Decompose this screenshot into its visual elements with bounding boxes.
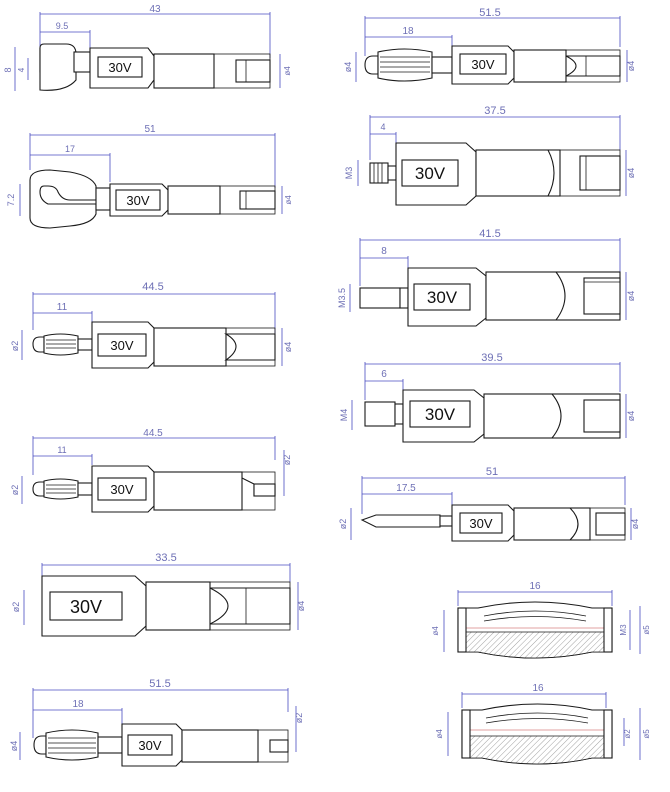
dim-sub: 17 — [65, 144, 75, 154]
dim-length: 51 — [486, 466, 498, 478]
dim-tip: M3.5 — [337, 288, 347, 308]
dim-length: 51 — [144, 124, 156, 135]
dim-length: 44.5 — [142, 281, 163, 293]
dim-height: 8 — [3, 67, 13, 72]
dim-length: 16 — [529, 581, 541, 592]
voltage-label: 30V — [415, 164, 446, 183]
dim-end: ø4 — [626, 291, 636, 302]
dim-tip: ø2 — [338, 519, 348, 530]
dim-d2: M3 — [619, 624, 628, 636]
dim-end: ø4 — [296, 601, 306, 612]
dim-length: 43 — [149, 4, 161, 15]
dim-end: ø2 — [294, 713, 304, 724]
voltage-label: 30V — [138, 738, 161, 753]
voltage-label: 30V — [70, 597, 102, 617]
dim-sub: 6 — [381, 369, 387, 380]
dim-sub: 4 — [380, 122, 385, 132]
dim-length: 41.5 — [479, 228, 500, 240]
drawing-banana-4: 51.5 18 ø4 30V ø4 — [343, 7, 636, 85]
drawing-blade-2: 51 17.5 ø2 30V ø4 — [338, 466, 640, 542]
dim-length: 51.5 — [479, 7, 500, 19]
dim-end: ø4 — [283, 66, 292, 76]
dim-sub: 18 — [72, 699, 84, 710]
voltage-label: 30V — [471, 57, 494, 72]
dim-d1: ø4 — [431, 626, 440, 636]
dim-end: ø4 — [284, 195, 293, 205]
drawing-fork-7-2: 51 17 7.2 30V ø4 — [6, 124, 293, 229]
dim-sub: 8 — [381, 246, 387, 257]
dim-d3: ø5 — [642, 625, 651, 635]
dim-sub: 11 — [57, 302, 68, 313]
drawing-spring-2: 16 ø4 ø2 ø5 — [435, 683, 651, 765]
dim-length: 39.5 — [481, 352, 502, 364]
dim-length: 33.5 — [155, 552, 176, 564]
drawing-straight-a: 33.5 ø2 30V ø4 — [11, 552, 306, 637]
dim-end: ø4 — [626, 411, 636, 422]
drawing-thread-m4: 39.5 6 M4 30V ø4 — [339, 352, 636, 443]
dim-sub: 11 — [57, 445, 66, 455]
drawing-fork-4: 43 9.5 8 4 30V ø4 — [3, 4, 292, 91]
dim-height: 7.2 — [6, 194, 16, 207]
dim-tip: ø2 — [10, 341, 20, 352]
dim-sub: 18 — [402, 26, 414, 37]
voltage-label: 30V — [108, 60, 131, 75]
voltage-label: 30V — [469, 516, 492, 531]
drawing-thread-m3: 37.5 4 M3 30V ø4 — [344, 105, 636, 206]
drawing-thread-m3-5: 41.5 8 M3.5 30V ø4 — [337, 228, 636, 327]
dim-slot: 4 — [17, 67, 26, 72]
dim-length: 51.5 — [149, 678, 170, 690]
dim-tip: M3 — [344, 167, 354, 180]
dim-end: ø4 — [626, 168, 636, 179]
dim-d2: ø2 — [623, 729, 632, 739]
voltage-label: 30V — [110, 338, 133, 353]
dim-end: ø4 — [630, 519, 640, 530]
dim-end: ø2 — [282, 455, 292, 466]
dim-tip: ø2 — [11, 602, 21, 613]
dim-sub: 9.5 — [56, 21, 69, 31]
voltage-label: 30V — [110, 482, 133, 497]
dim-tip: ø4 — [9, 741, 19, 752]
drawing-pin-2-b: 44.5 11 ø2 30V ø2 — [10, 428, 292, 513]
dim-tip: ø4 — [343, 62, 353, 73]
dim-end: ø4 — [283, 342, 293, 353]
dim-d1: ø4 — [435, 729, 444, 739]
drawing-spring-m3: 16 ø4 M3 ø5 — [431, 581, 651, 659]
dim-length: 16 — [532, 683, 544, 694]
dim-length: 44.5 — [143, 428, 163, 439]
drawing-pin-2-a: 44.5 11 ø2 30V ø4 — [10, 281, 293, 369]
dim-sub: 17.5 — [396, 483, 416, 494]
dim-tip: ø2 — [10, 485, 20, 496]
dim-tip: M4 — [339, 409, 349, 422]
voltage-label: 30V — [427, 288, 458, 307]
dim-end: ø4 — [626, 61, 636, 72]
dim-length: 37.5 — [484, 105, 505, 117]
voltage-label: 30V — [126, 193, 149, 208]
dim-d3: ø5 — [642, 729, 651, 739]
drawing-banana-2: 51.5 18 ø4 30V ø2 — [9, 678, 304, 767]
voltage-label: 30V — [425, 405, 456, 424]
